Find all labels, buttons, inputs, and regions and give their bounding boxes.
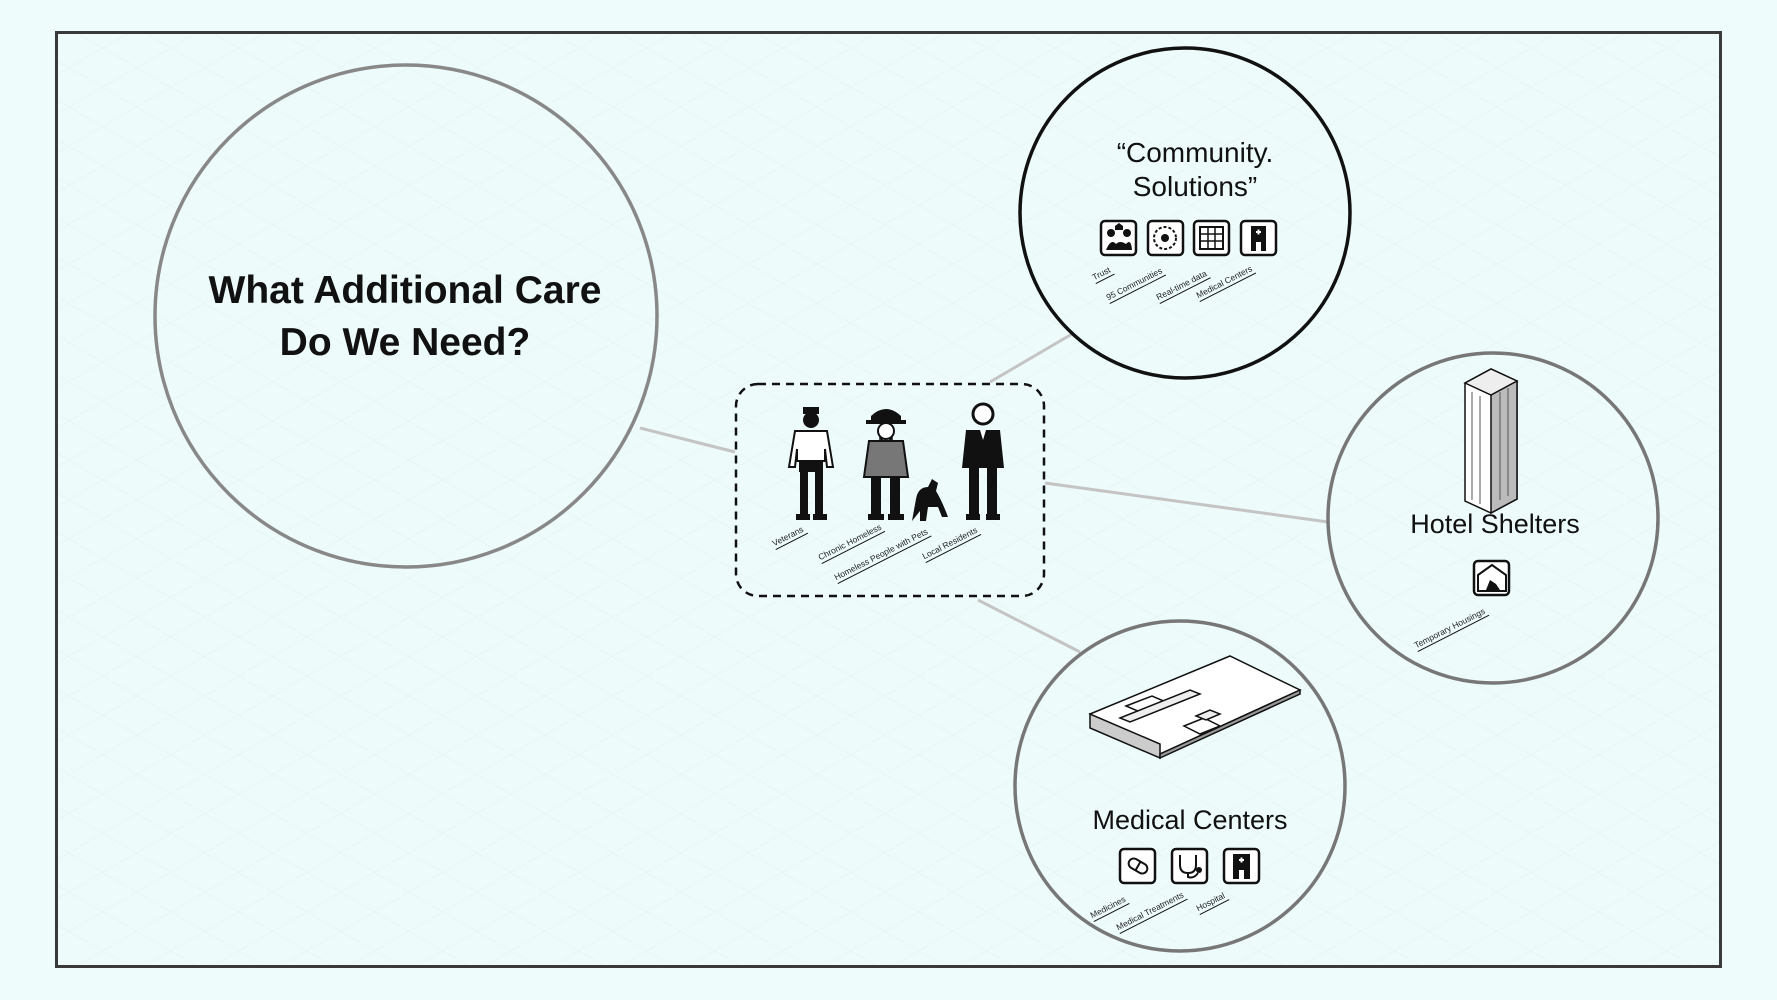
page-title: What Additional Care Do We Need? [155,265,655,369]
diagram-frame [55,31,1722,968]
trust-icon [1099,219,1138,257]
title-line-1: What Additional Care [208,269,602,312]
data-grid-icon [1192,219,1231,257]
connector-hotel [1044,481,1329,524]
hospital-icon [1239,219,1278,257]
hospital-icon-medical [1222,847,1261,885]
community-title-line-2: Solutions” [1132,171,1258,202]
pill-icon [1118,847,1157,885]
stethoscope-icon [1170,847,1209,885]
local-resident-figure [962,402,1004,520]
target-icon [1146,219,1185,257]
community-title-line-1: “Community. [1116,137,1274,168]
connector-medical [977,598,1081,654]
veteran-figure [787,407,835,520]
population-group-box [734,382,1046,598]
community-circle [1018,46,1352,380]
community-title: “Community. Solutions” [1020,136,1370,204]
shelter-icon [1472,559,1511,597]
connector-community [989,332,1073,384]
hotel-building-illustration [1463,368,1519,515]
medical-circle [1013,619,1347,953]
connector-care [639,426,736,454]
title-line-2: Do We Need? [279,321,531,364]
chronic-homeless-figure [862,409,910,520]
hotel-circle [1326,351,1660,685]
dog-figure [912,479,948,521]
medical-title: Medical Centers [1092,805,1288,835]
medical-building-illustration [1088,655,1302,760]
care-circle [153,63,659,569]
hotel-title: Hotel Shelters [1410,509,1580,539]
